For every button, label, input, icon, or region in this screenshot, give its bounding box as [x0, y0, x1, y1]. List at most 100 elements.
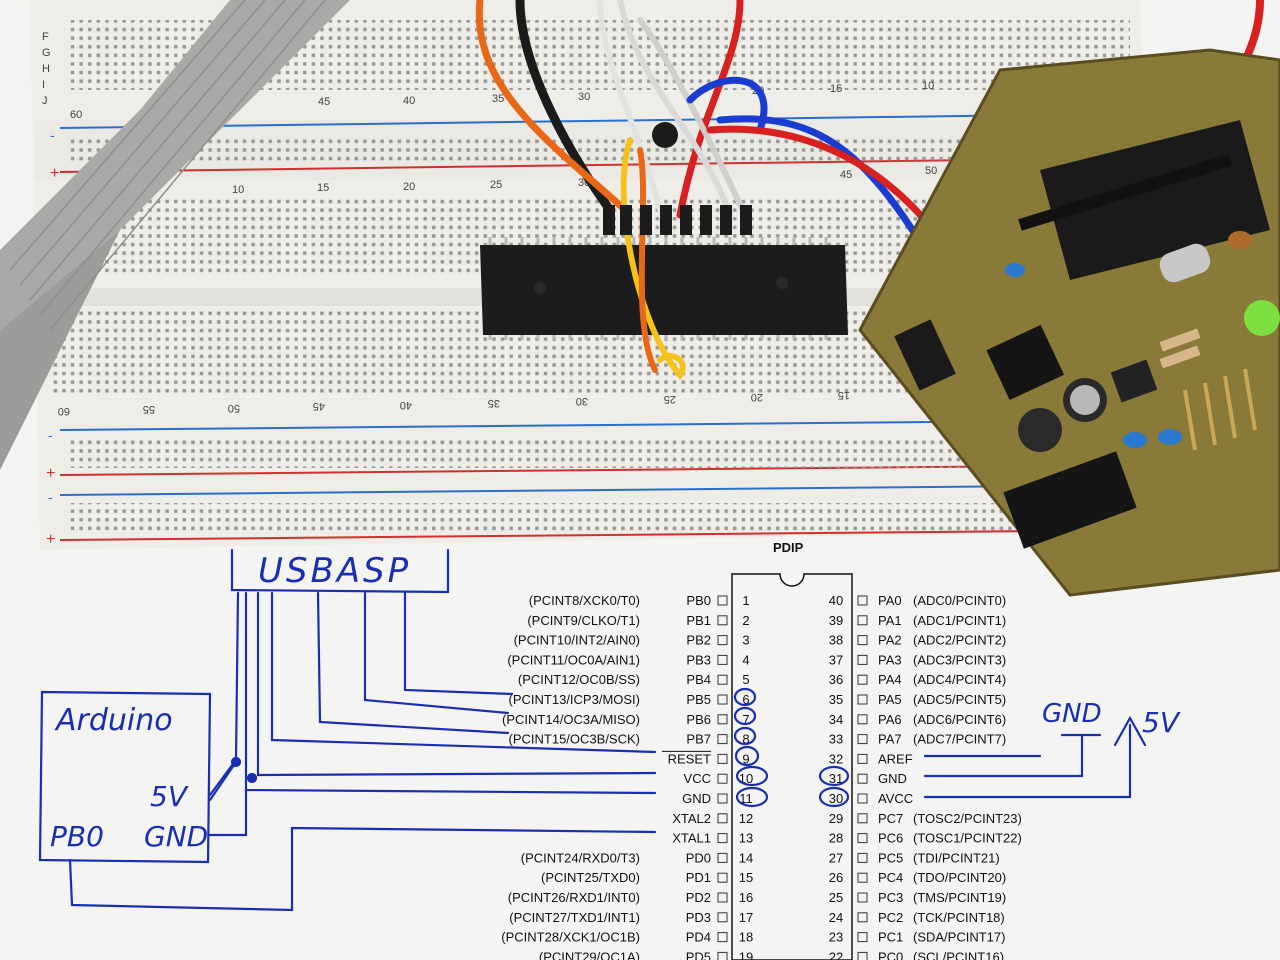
pin-port-right: PC4	[878, 870, 903, 885]
pin-box-left	[717, 951, 728, 960]
pin-box-left	[717, 734, 728, 745]
arrow-5v	[1113, 715, 1147, 747]
pin-function-right: (TMS/PCINT19)	[913, 890, 1006, 905]
wire-usbasp-sck	[316, 591, 510, 735]
pin-number-right: 40	[829, 593, 843, 608]
pin-function-right: (SCL/PCINT16)	[913, 949, 1004, 960]
row-letter: G	[42, 47, 51, 59]
pin-box-right	[857, 674, 868, 685]
pcb-voltage-regulator	[986, 324, 1065, 401]
pin-box-left	[717, 654, 728, 665]
pin-port-right: PC2	[878, 910, 903, 925]
row-letter: I	[42, 79, 45, 91]
column-number: 20	[751, 391, 763, 403]
pin-box-left	[717, 892, 728, 903]
pin-function-right: (ADC0/PCINT0)	[913, 593, 1006, 608]
wire-grey-3	[637, 17, 748, 218]
pin-function-left: (PCINT28/XCK1/OC1B)	[501, 930, 640, 945]
pin-circle-30	[818, 786, 850, 808]
pin-box-right	[857, 635, 868, 646]
pcb-dc-jack	[1003, 451, 1137, 549]
pin-box-right	[857, 694, 868, 705]
wire-grey-1	[597, 0, 663, 213]
junction-dot-2	[246, 772, 258, 784]
pin-circle-9	[734, 745, 760, 767]
rail-minus-bot: -	[48, 489, 53, 505]
row-letter: H	[42, 63, 50, 75]
pin-function-left: (PCINT12/OC0B/SS)	[518, 672, 640, 687]
pin-circle-11	[735, 786, 769, 808]
pin-function-left: (PCINT9/CLKO/T1)	[527, 613, 640, 628]
pin-number-right: 28	[829, 831, 843, 846]
pin-function-right: (ADC3/PCINT3)	[913, 652, 1006, 667]
pin-number-right: 24	[829, 910, 843, 925]
pin-function-left: (PCINT27/TXD1/INT1)	[509, 910, 640, 925]
arduino-5v-label: 5V	[150, 780, 189, 813]
pin-box-left	[717, 714, 728, 725]
pin-port-left: PD3	[686, 910, 711, 925]
row-letter: F	[42, 31, 49, 43]
pin-port-right: PA6	[878, 712, 902, 727]
pin-port-left: PD0	[686, 850, 711, 865]
pin-port-left: PB4	[686, 672, 711, 687]
pin-number-right: 23	[829, 930, 843, 945]
rail-holes-top	[70, 135, 1120, 165]
wire-usbasp-mosi	[403, 591, 514, 696]
column-number: 45	[318, 96, 330, 108]
pin-number-left: 11	[739, 791, 753, 806]
usbasp-box	[230, 548, 450, 594]
rail-plus-top: +	[50, 165, 59, 182]
pin-port-left: RESET	[668, 751, 711, 766]
pin-number-left: 8	[742, 732, 749, 747]
pcb-cap-top	[1070, 385, 1100, 415]
pin-box-left	[717, 793, 728, 804]
pin-number-left: 5	[742, 672, 749, 687]
pin-circle-31	[818, 765, 850, 787]
pin-number-left: 12	[739, 811, 753, 826]
pin-port-right: PA7	[878, 732, 902, 747]
pin-number-left: 7	[742, 712, 749, 727]
column-number: 45	[313, 400, 325, 412]
pin-number-right: 30	[829, 791, 843, 806]
pin-number-right: 36	[829, 672, 843, 687]
pin-port-left: PB2	[686, 633, 711, 648]
column-number: 10	[922, 80, 934, 92]
pin-function-left: (PCINT25/TXD0)	[541, 870, 640, 885]
arduino-pb0-label: PB0	[50, 820, 104, 853]
pcb-crystal	[1159, 243, 1211, 283]
pin-function-left: (PCINT11/OC0A/AIN1)	[507, 652, 640, 667]
pin-port-left: PB0	[686, 593, 711, 608]
pin-function-left: (PCINT29/OC1A)	[539, 949, 640, 960]
pin-port-right: PC1	[878, 930, 903, 945]
pin-number-right: 26	[829, 870, 843, 885]
pin-box-right	[857, 615, 868, 626]
wire-orange-2	[637, 147, 658, 373]
pin-number-left: 16	[739, 890, 753, 905]
pin-box-right	[857, 932, 868, 943]
pin-port-left: VCC	[684, 771, 711, 786]
pin-number-right: 32	[829, 751, 843, 766]
pcb-electrolytic-cap-1	[1018, 408, 1062, 452]
pcb-ceramic-cap-1	[1123, 432, 1147, 448]
pin-number-right: 25	[829, 890, 843, 905]
pin-port-left: XTAL1	[672, 831, 711, 846]
pdip-outline	[731, 573, 853, 960]
pin-circle-7	[733, 706, 757, 726]
pin-number-right: 31	[829, 771, 843, 786]
pin-function-left: (PCINT10/INT2/AIN0)	[514, 633, 640, 648]
pcb-ceramic-cap-4	[1228, 231, 1252, 249]
pin-function-left: (PCINT8/XCK0/T0)	[529, 593, 640, 608]
column-number: 15	[838, 389, 850, 401]
pcb-ceramic-cap-3	[1005, 263, 1025, 277]
pin-port-right: PC3	[878, 890, 903, 905]
column-number: 25	[664, 393, 676, 405]
wire-plug-ends	[603, 205, 752, 235]
pin-box-left	[717, 833, 728, 844]
pin-function-right: (TOSC2/PCINT23)	[913, 811, 1022, 826]
pin-circle-6	[733, 687, 757, 707]
pin-box-left	[717, 674, 728, 685]
pin-circle-10	[735, 765, 769, 787]
